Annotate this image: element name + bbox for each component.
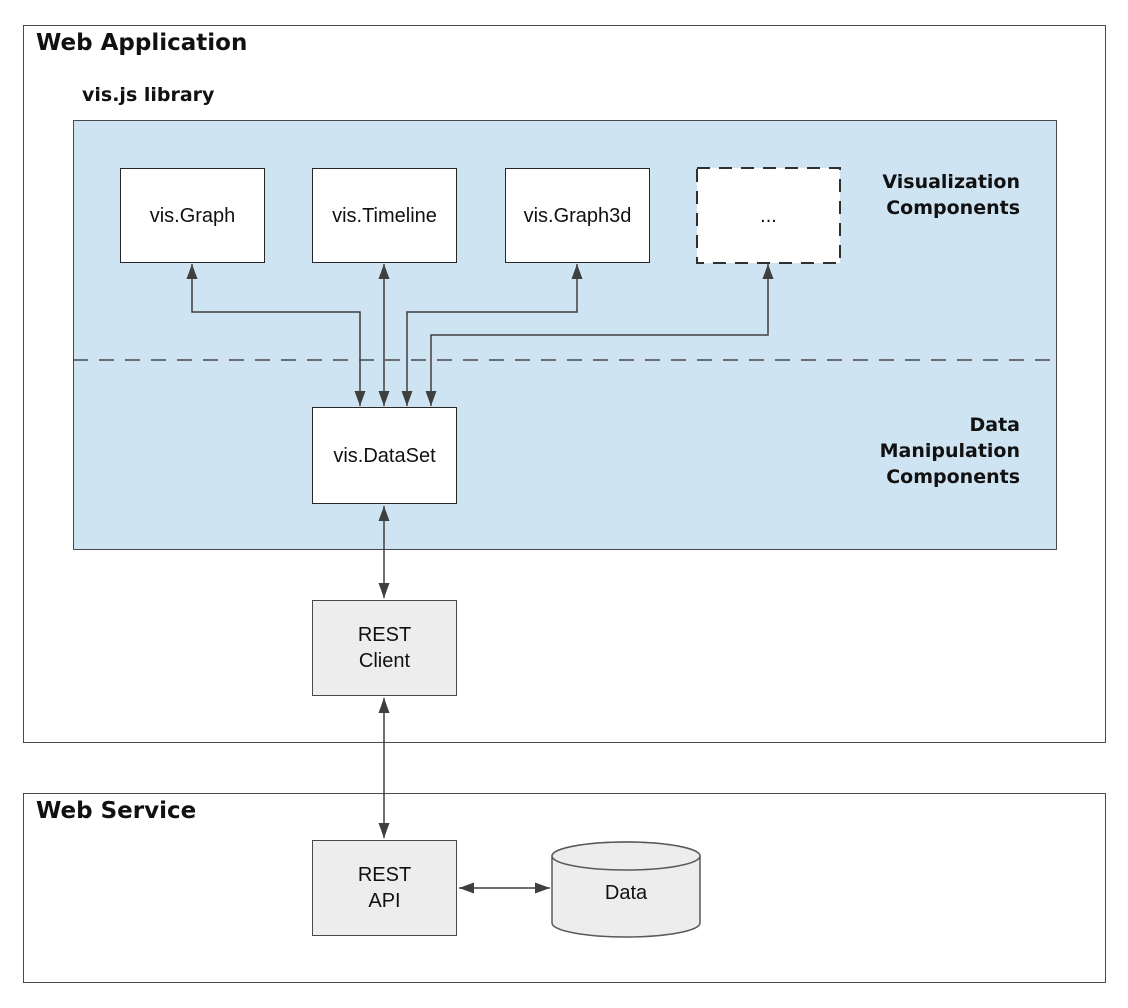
vis-timeline-box: vis.Timeline — [312, 168, 457, 263]
data-store-label: Data — [604, 882, 648, 904]
visualization-components-label: Visualization Components — [882, 171, 1020, 219]
rest-client-box: REST Client — [312, 600, 457, 696]
web-service-panel — [23, 793, 1106, 983]
data-manipulation-components-label: Data Manipulation Components — [879, 414, 1020, 488]
vis-dataset-box: vis.DataSet — [312, 407, 457, 504]
web-application-panel — [23, 25, 1106, 743]
web-application-title: Web Application — [36, 30, 248, 56]
vis-graph3d-box: vis.Graph3d — [505, 168, 650, 263]
visjs-library-title: vis.js library — [82, 84, 215, 106]
rest-api-box: REST API — [312, 840, 457, 936]
vis-graph-box: vis.Graph — [120, 168, 265, 263]
web-service-title: Web Service — [36, 798, 197, 824]
